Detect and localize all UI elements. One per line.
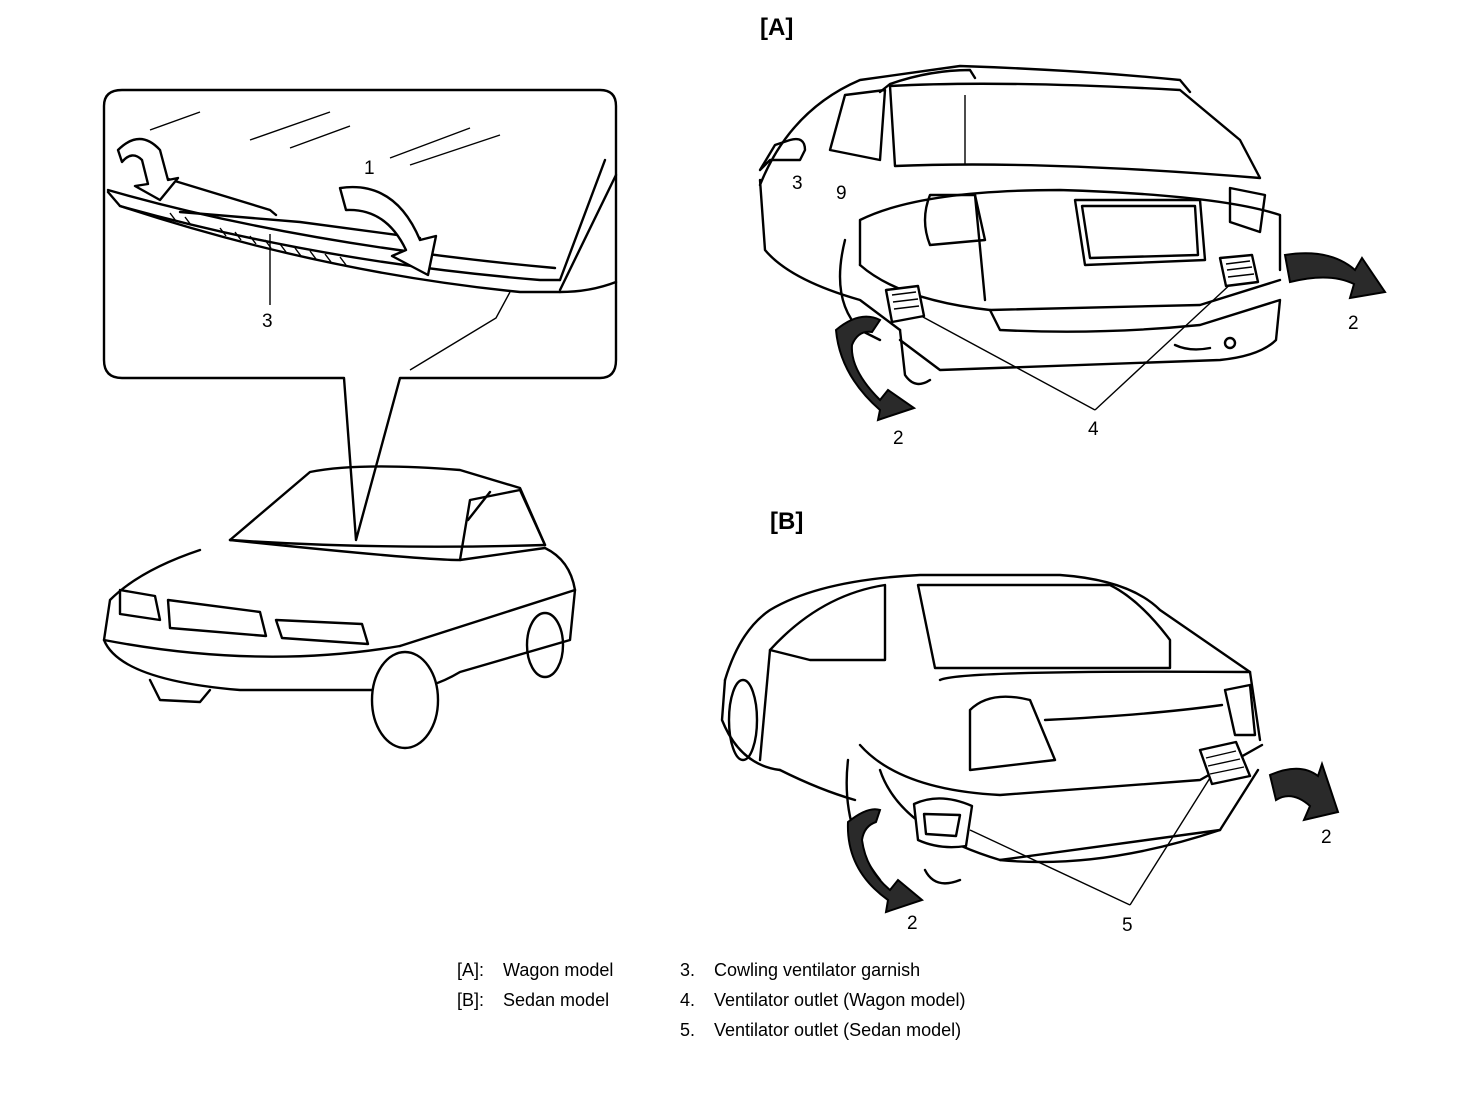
- legend-text-5: Ventilator outlet (Sedan model): [714, 1020, 962, 1040]
- vent-outlet-icon: [1218, 253, 1260, 288]
- callout-3-wagon: 3: [792, 173, 803, 194]
- vent-outlet-icon: [912, 797, 974, 849]
- legend-text-b: Sedan model: [503, 990, 610, 1010]
- legend-key-3: 3.: [680, 960, 696, 980]
- legend-text-3: Cowling ventilator garnish: [714, 960, 921, 980]
- callout-2-wagon-left: 2: [893, 428, 904, 449]
- legend-text-a: Wagon model: [503, 960, 614, 980]
- legend-key-4: 4.: [680, 990, 696, 1010]
- callout-9-wagon: 9: [836, 183, 847, 204]
- callout-2-wagon-right: 2: [1348, 313, 1359, 334]
- sedan-rear-drawing: [720, 573, 1264, 906]
- garnish-hatching: [169, 212, 347, 266]
- vent-outlet-icon: [884, 284, 926, 324]
- windshield-detail: [106, 111, 618, 371]
- callout-1: 1: [364, 158, 375, 179]
- sedan-front-drawing: [102, 465, 577, 750]
- detail-callout-bubble: [102, 88, 618, 542]
- curved-arrow-icon: [834, 315, 917, 422]
- callout-5: 5: [1122, 915, 1133, 936]
- curved-arrow-icon: [1283, 252, 1387, 300]
- wagon-rear-drawing: [758, 64, 1282, 411]
- callout-3: 3: [262, 311, 273, 332]
- curved-arrow-icon: [338, 185, 438, 277]
- legend-key-b: [B]:: [457, 990, 485, 1010]
- curved-arrow-icon: [846, 808, 925, 914]
- legend-key-a: [A]:: [457, 960, 485, 980]
- callout-4: 4: [1088, 419, 1099, 440]
- curved-arrow-icon: [1268, 760, 1340, 822]
- callout-2-sedan-left: 2: [907, 913, 918, 934]
- removal-arrow-icon: [116, 137, 180, 202]
- vent-outlet-icon: [1198, 740, 1252, 786]
- callout-2-sedan-right: 2: [1321, 827, 1332, 848]
- legend-key-5: 5.: [680, 1020, 696, 1040]
- legend-text-4: Ventilator outlet (Wagon model): [714, 990, 966, 1010]
- view-title-a: [A]: [760, 14, 794, 41]
- view-title-b: [B]: [770, 508, 804, 535]
